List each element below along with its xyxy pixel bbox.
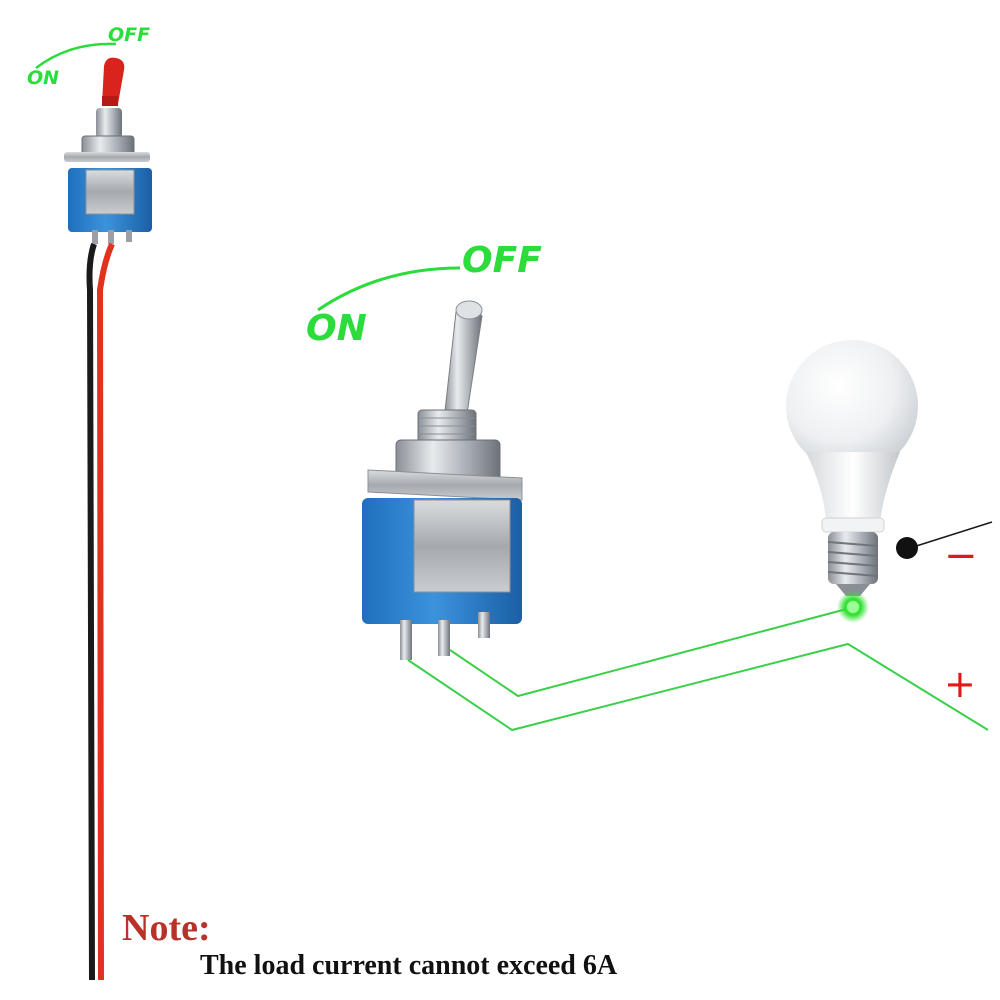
small-switch	[35, 42, 152, 244]
large-on-label: ON	[306, 308, 367, 349]
negative-sign: −	[944, 533, 978, 579]
small-on-label: ON	[27, 67, 60, 89]
wire-to-positive	[407, 642, 989, 732]
small-switch-arc	[35, 42, 117, 69]
black-wire	[86, 243, 97, 981]
small-toggle-cap	[102, 57, 125, 104]
green-wiring	[407, 605, 989, 732]
note-text: The load current cannot exceed 6A	[200, 950, 618, 981]
wire-pair	[86, 242, 115, 981]
large-switch-arc	[317, 266, 461, 312]
bulb-base	[827, 532, 879, 596]
red-wire	[96, 242, 115, 981]
negative-lead	[909, 521, 993, 549]
positive-sign: +	[944, 662, 976, 706]
note-title: Note:	[122, 907, 211, 949]
wire-to-bulb	[449, 605, 859, 698]
large-off-label: OFF	[462, 240, 542, 281]
large-switch	[317, 266, 523, 660]
negative-contact-dot	[896, 537, 918, 559]
light-bulb	[786, 340, 918, 596]
small-off-label: OFF	[108, 24, 151, 46]
large-toggle-lever	[443, 306, 483, 421]
